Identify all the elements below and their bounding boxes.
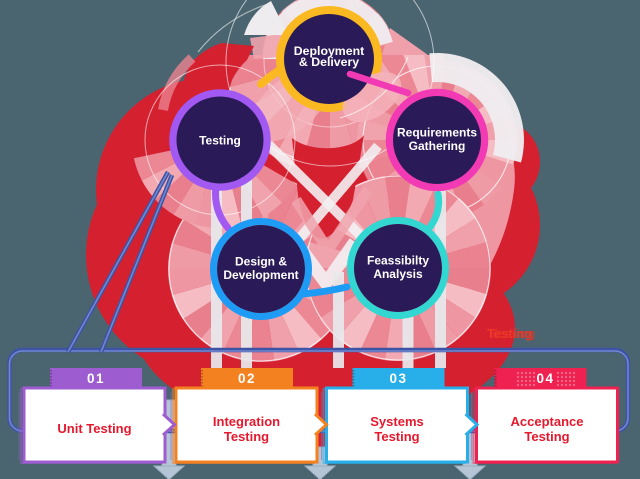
svg-text:Requirements: Requirements [397,126,477,140]
svg-text:Deployment: Deployment [294,44,364,58]
svg-text:03: 03 [389,371,407,386]
svg-text:Testing: Testing [199,134,241,148]
svg-text:Testing: Testing [374,429,419,444]
svg-text:Development: Development [223,268,298,282]
svg-text:Design &: Design & [235,255,287,269]
svg-text:& Delivery: & Delivery [299,55,359,69]
svg-text:Testing: Testing [224,429,269,444]
svg-text:Testing: Testing [487,326,532,341]
svg-text:Integration: Integration [213,414,280,429]
svg-text:Testing: Testing [490,326,535,341]
svg-text:Feassibilty: Feassibilty [367,254,429,268]
svg-text:01: 01 [87,371,105,386]
svg-text:Unit Testing: Unit Testing [57,421,131,436]
svg-text:Testing: Testing [524,429,569,444]
svg-text:Analysis: Analysis [373,267,423,281]
svg-text:Acceptance: Acceptance [511,414,584,429]
svg-text:02: 02 [238,371,256,386]
svg-text:04: 04 [536,371,554,386]
svg-text:Gathering: Gathering [409,139,466,153]
svg-text:Systems: Systems [370,414,423,429]
